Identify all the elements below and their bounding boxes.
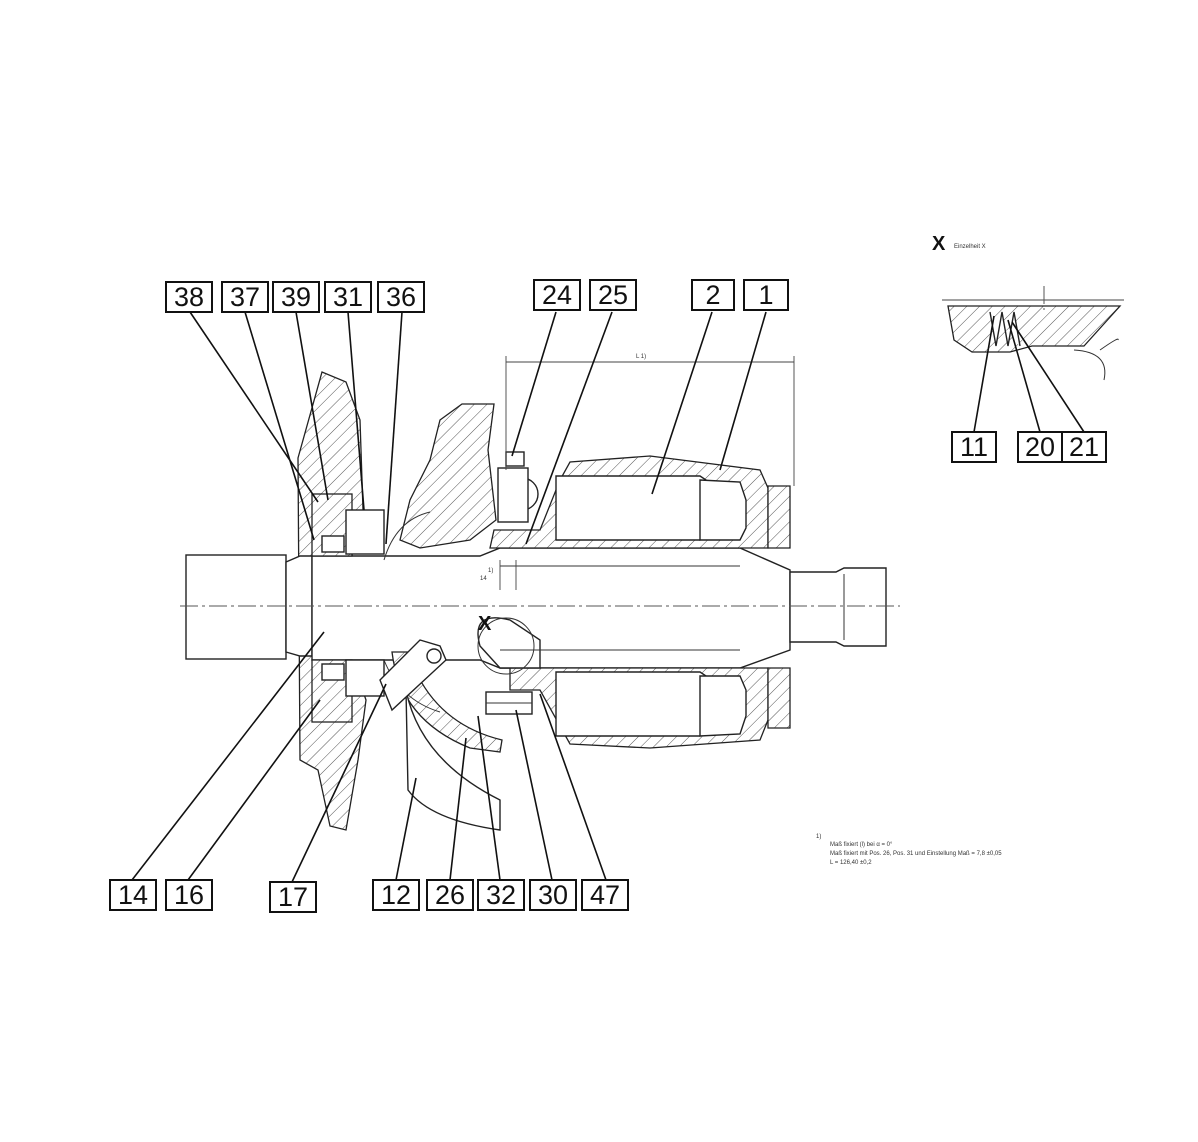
svg-text:26: 26 [435,880,465,910]
slipper-top [505,451,525,467]
leader-2 [651,311,713,495]
dim-small-label2: 14 [480,576,487,582]
drive-shaft-end [185,554,287,660]
port-plate-lower [767,667,791,729]
leader-14 [131,631,325,881]
callout-21: 21 [1061,431,1107,463]
detail-x-view: X Einzelheit X [932,233,1124,381]
spacer-ring-lower [345,659,385,697]
callouts: 38 37 39 31 36 24 25 2 [109,279,1107,913]
port-plate [767,485,791,549]
svg-text:36: 36 [386,282,416,312]
callout-2: 2 [691,279,735,311]
retainer-arc [383,511,431,561]
leader-17 [291,683,387,883]
bearing-inner-lower [321,663,345,681]
shaft-stub [789,567,887,647]
cradle-bearing [405,689,501,831]
leader-25 [525,311,613,545]
detail-x-marker: X [478,613,492,635]
leader-47 [539,693,607,881]
callout-24: 24 [533,279,581,311]
leader-37 [244,311,315,541]
svg-text:39: 39 [281,282,311,312]
piston-lower-end [699,675,747,737]
leader-30 [515,709,553,881]
svg-text:17: 17 [278,882,308,912]
callout-31: 31 [324,281,372,313]
svg-text:32: 32 [486,880,516,910]
callout-12: 12 [372,879,420,911]
callout-25: 25 [589,279,637,311]
leader-24 [511,311,557,457]
callout-16: 16 [165,879,213,911]
callout-11: 11 [951,431,997,463]
spacer-ring [345,509,385,555]
svg-text:30: 30 [538,880,568,910]
leader-32 [477,715,501,881]
callout-36: 36 [377,281,425,313]
detail-x-circle [477,617,535,675]
leader-39 [295,311,329,501]
callout-26: 26 [426,879,474,911]
piston-upper-end [699,479,747,541]
callout-1: 1 [743,279,789,311]
dim-label-L: L 1) [636,354,646,360]
callout-30: 30 [529,879,577,911]
detail-x-curve2 [1099,338,1119,351]
footnotes: 1) Maß fixiert (l) bei α = 0° Maß fixier… [816,834,1002,866]
piston-lower [555,671,713,737]
leader-1 [719,311,767,471]
svg-text:16: 16 [174,880,204,910]
detail-x-curve [1073,349,1106,381]
center-pin [477,617,541,669]
bearing-inner [321,535,345,553]
svg-text:38: 38 [174,282,204,312]
footnote-marker: 1) [816,834,821,840]
leader-21 [1011,321,1085,433]
callout-39: 39 [272,281,320,313]
callout-38: 38 [165,281,213,313]
pump-section: L 1) 1) 14 X [180,354,900,831]
leader-26 [449,737,467,881]
footnote-line3: L = 126,40 ±0,2 [830,860,872,866]
callout-20: 20 [1017,431,1063,463]
swash-plate [399,403,497,549]
svg-text:2: 2 [705,280,720,310]
footnote-line1: Maß fixiert (l) bei α = 0° [830,842,893,848]
svg-text:24: 24 [542,280,572,310]
svg-text:37: 37 [230,282,260,312]
leader-16 [187,699,321,881]
leader-38 [189,311,319,503]
detail-x-title: X [932,233,946,255]
piston-upper [555,475,713,541]
leader-31 [347,311,365,511]
svg-text:21: 21 [1069,432,1099,462]
callout-32: 32 [477,879,525,911]
leader-20 [1007,319,1041,433]
callout-37: 37 [221,281,269,313]
svg-text:1: 1 [758,280,773,310]
leader-36 [385,311,403,545]
svg-text:11: 11 [960,432,988,462]
footnote-line2: Maß fixiert mit Pos. 26, Pos. 31 und Ein… [830,851,1002,857]
callout-14: 14 [109,879,157,911]
leader-12 [395,777,417,881]
svg-text:31: 31 [333,282,363,312]
svg-text:20: 20 [1025,432,1055,462]
detail-x-part [947,305,1122,353]
svg-text:47: 47 [590,880,620,910]
svg-text:25: 25 [598,280,628,310]
slipper-shoe [497,467,529,523]
callout-47: 47 [581,879,629,911]
leader-lines [131,311,1085,883]
lever-pin [426,648,442,664]
detail-x-caption: Einzelheit X [954,244,986,250]
svg-text:14: 14 [118,880,148,910]
leader-11 [973,315,995,433]
svg-text:12: 12 [381,880,411,910]
callout-17: 17 [269,881,317,913]
dim-small-label1: 1) [488,568,493,574]
